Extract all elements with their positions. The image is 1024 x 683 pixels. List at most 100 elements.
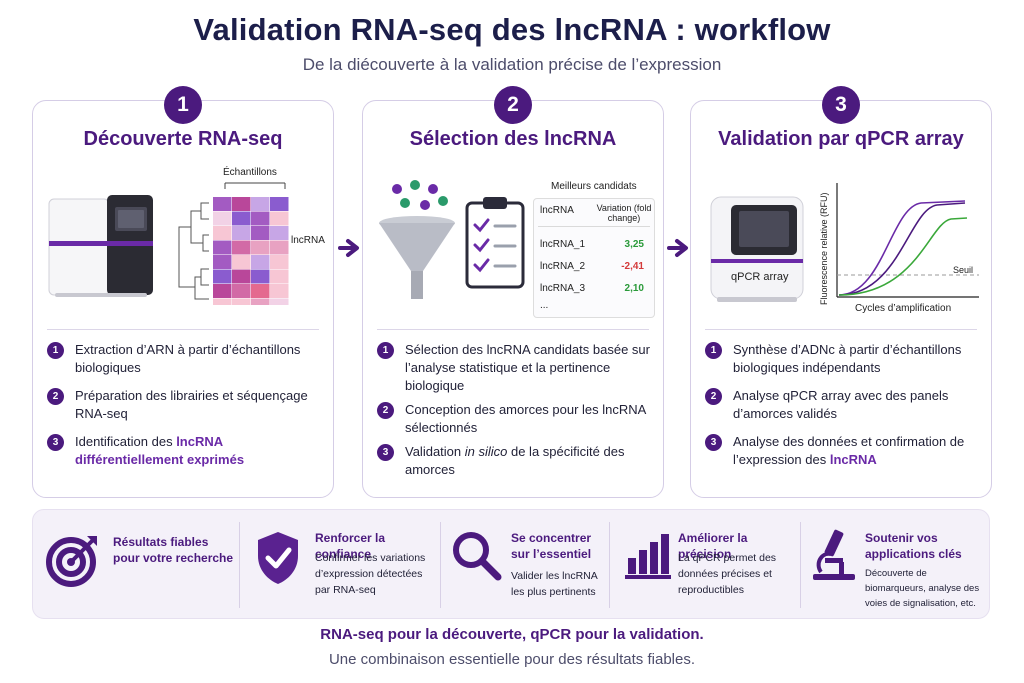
heatmap-cell [251, 226, 270, 240]
heatmap-cell [213, 226, 232, 240]
shield-check-icon [258, 532, 298, 584]
chart-ylabel: Fluorescence relative (RFU) [819, 192, 829, 305]
step-number-badge: 1 [164, 86, 202, 124]
heatmap-cell [232, 226, 251, 240]
panel-qpcr-validation: 3 Validation par qPCR array qPCR array F… [690, 86, 992, 498]
heatmap-cell [232, 255, 251, 269]
benefit-separator [440, 522, 441, 608]
benefits-bar: Résultats fiables pour votre recherche R… [32, 509, 990, 619]
heatmap-cell [232, 197, 251, 211]
step-item: 3 Validation in silico de la spécificité… [377, 443, 653, 479]
heatmap-cell [251, 240, 270, 255]
benefit-title: Soutenir vos applications clés [865, 531, 962, 561]
panel-lncrna-selection: 2 Sélection des lncRNA Meilleurs candida… [362, 86, 664, 498]
clipboard-checklist-icon [465, 197, 525, 289]
row-name: lncRNA_1 [540, 239, 586, 250]
step-bullet: 3 [705, 434, 722, 451]
panel-steps: 1 Synthèse d’ADNc à partir d’échantillon… [705, 341, 981, 479]
row-value: -2,41 [621, 261, 644, 272]
heatmap-cell [213, 298, 232, 305]
step-item: 1 Sélection des lncRNA candidats basée s… [377, 341, 653, 395]
step-text: Identification des [75, 434, 177, 449]
row-value: 3,25 [624, 239, 644, 250]
table-header-lncrna: lncRNA [540, 205, 574, 216]
heatmap-cell [270, 255, 289, 269]
step-highlight: lncRNA différentiellement exprimés [75, 434, 245, 467]
panel-title: Découverte RNA-seq [83, 128, 283, 150]
footer-subtagline: Une combinaison essentielle pour des rés… [328, 651, 696, 668]
benefit-text: La qPCR permet des données précises et r… [678, 552, 777, 596]
heatmap-cell [232, 298, 251, 305]
candidates-title: Meilleurs candidats [551, 181, 637, 192]
benefit-separator [239, 522, 240, 608]
benefit-title: Renforcer la confiance [315, 531, 386, 561]
step-bullet: 3 [47, 434, 64, 451]
heatmap-cell [213, 197, 232, 211]
heatmap-cell [251, 298, 270, 305]
step-text: Analyse qPCR array avec des panels d’amo… [733, 388, 949, 421]
panel-divider [377, 329, 649, 330]
heatmap-cell [251, 269, 270, 284]
amplification-chart [836, 183, 979, 298]
heatmap-cell [232, 211, 251, 226]
heatmap-cell [232, 284, 251, 298]
step-item: 2 Conception des amorces pour les lncRNA… [377, 401, 653, 437]
panel-divider [705, 329, 977, 330]
footer-tagline: RNA-seq pour la découverte, qPCR pour la… [320, 626, 704, 643]
step-text: Validation [405, 444, 465, 459]
heatmap-cell [251, 284, 270, 298]
step-item: 1 Extraction d’ARN à partir d’échantillo… [47, 341, 323, 377]
row-value: 2,10 [624, 283, 644, 294]
step-text: de la spécificité des amorces [405, 444, 625, 477]
step-text: Analyse des données et confirmation de l… [733, 434, 965, 467]
heatmap-cell [213, 211, 232, 226]
arrow-right-icon [667, 239, 688, 257]
step-text: Préparation des librairies et séquençage… [75, 388, 308, 421]
step-item: 1 Synthèse d’ADNc à partir d’échantillon… [705, 341, 981, 377]
step-text: Sélection des lncRNA candidats basée sur… [405, 342, 650, 393]
benefit-text: Valider les lncRNA les plus pertinents [511, 570, 598, 598]
step-item: 3 Analyse des données et confirmation de… [705, 433, 981, 469]
table-header-variation: Variation (fold change) [596, 203, 652, 223]
heatmap-cell [270, 240, 289, 255]
panel-steps: 1 Sélection des lncRNA candidats basée s… [377, 341, 653, 489]
panel-title: Sélection des lncRNA [409, 128, 617, 150]
step-number-badge: 3 [822, 86, 860, 124]
arrow-right-icon [338, 239, 359, 257]
target-icon [46, 536, 97, 587]
heatmap-cell [270, 269, 289, 284]
heatmap-cell [270, 298, 289, 305]
step-bullet: 1 [377, 342, 394, 359]
heatmap-cell [251, 197, 270, 211]
benefit-title: Améliorer la précision [678, 531, 748, 561]
table-ellipsis: ... [540, 300, 549, 311]
benefit-separator [609, 522, 610, 608]
bar-chart-icon [625, 534, 671, 579]
benefit-title: Se concentrer sur l’essentiel [511, 531, 592, 561]
step-bullet: 2 [47, 388, 64, 405]
benefit-title: Résultats fiables pour votre recherche [113, 535, 234, 565]
page-title: Validation RNA-seq des lncRNA : workflow [193, 12, 831, 47]
benefit-text: Confirmer les variations d’expression dé… [315, 552, 426, 596]
table-row: lncRNA_3 2,10 [540, 283, 650, 294]
panel-divider [47, 329, 319, 330]
table-divider [538, 226, 650, 227]
heatmap-cell [251, 211, 270, 226]
heatmap-cell [213, 240, 232, 255]
magnifier-icon [453, 532, 502, 581]
step-bullet: 1 [47, 342, 64, 359]
step-text: Synthèse d’ADNc à partir d’échantillons … [733, 342, 962, 375]
microscope-icon [813, 529, 855, 580]
page-subtitle: De la diécouverte à la validation précis… [302, 55, 722, 74]
heatmap-cell [232, 240, 251, 255]
funnel-icon [379, 180, 455, 299]
step-item: 2 Analyse qPCR array avec des panels d’a… [705, 387, 981, 423]
step-number-badge: 2 [494, 86, 532, 124]
qpcr-machine-label: qPCR array [731, 271, 789, 283]
heatmap-cell [270, 211, 289, 226]
heatmap-cell [232, 269, 251, 284]
step-text: Extraction d’ARN à partir d’échantillons… [75, 342, 301, 375]
heatmap [178, 182, 289, 305]
step-italic: in silico [464, 444, 508, 459]
row-name: lncRNA_3 [540, 283, 586, 294]
